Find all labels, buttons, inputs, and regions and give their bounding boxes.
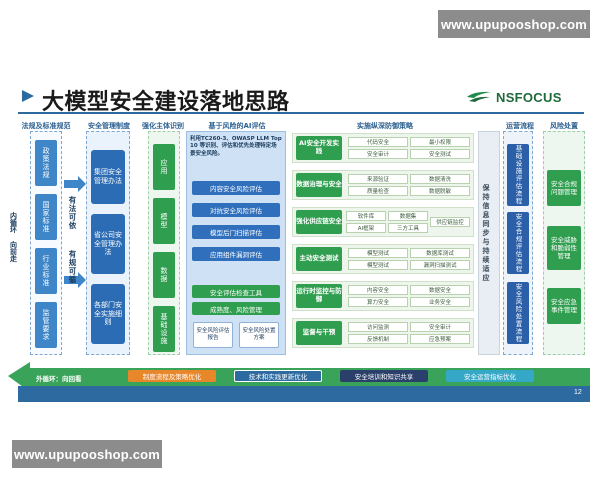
defense-item: 安全审计: [348, 149, 408, 159]
logo-wing-icon: [467, 91, 491, 102]
ops-compliance: 安全合规评估流程: [507, 212, 529, 274]
defense-row-label: 强化供应链安全: [296, 210, 342, 234]
risk-plan: 安全风险处置方案: [239, 322, 279, 348]
chip-process: 制度流程及策略优化: [128, 370, 216, 382]
entity-infrastructure: 基础设施: [153, 306, 175, 352]
chip-metrics: 安全运营指标优化: [446, 370, 534, 382]
risk-panel: [186, 131, 286, 355]
title-divider: [18, 112, 584, 114]
header-response: 风险处置: [550, 122, 578, 130]
header-management: 安全管理制度: [88, 122, 130, 130]
regulation-national: 国家标准: [35, 194, 57, 240]
title-bullet-icon: [22, 90, 34, 102]
entity-data: 数据: [153, 252, 175, 298]
defense-item: 三方工具: [388, 223, 428, 233]
ops-infrastructure: 基础设施评估流程: [507, 144, 529, 206]
response-threat: 安全威胁和脆弱性管理: [547, 226, 581, 270]
defense-item: 漏洞扫描测试: [410, 260, 470, 270]
defense-row-label: AI安全开发实践: [296, 136, 342, 160]
defense-row-label: 数据治理与安全: [296, 173, 342, 197]
response-emergency: 安全应急事件管理: [547, 288, 581, 324]
inner-loop-line1: 内循环: [9, 212, 18, 233]
risk-content: 内容安全风险评估: [192, 181, 280, 195]
chip-training: 安全培训和知识共享: [340, 370, 428, 382]
defense-item: 数据脱敏: [410, 186, 470, 196]
sync-panel: [478, 131, 500, 355]
regulation-industry: 行业标准: [35, 248, 57, 294]
defense-item: 安全审计: [410, 322, 470, 332]
defense-item: 数据库测试: [410, 248, 470, 258]
defense-row-label: 监督与干预: [296, 321, 342, 345]
header-ops: 运营流程: [506, 122, 534, 130]
defense-item: 业务安全: [410, 297, 470, 307]
defense-row-label: 主动安全测试: [296, 247, 342, 271]
defense-item: 内容安全: [348, 285, 408, 295]
header-entity: 强化主体识别: [142, 122, 184, 130]
defense-item: 供应链监控: [430, 217, 470, 227]
slide-title: 大模型安全建设落地思路: [42, 90, 290, 115]
header-risk: 基于风险的AI评估: [208, 122, 266, 130]
defense-item: 模型测试: [348, 248, 408, 258]
defense-item: 来源验证: [348, 174, 408, 184]
entity-model: 模型: [153, 198, 175, 244]
outer-loop-arrow-icon: [8, 362, 590, 402]
defense-item: 数据集: [388, 211, 428, 221]
regulation-supervision: 监管要求: [35, 302, 57, 348]
watermark-bottom: www.upupooshop.com: [12, 440, 162, 468]
response-compliance: 安全合规问题管理: [547, 170, 581, 206]
defense-item: 模型测试: [348, 260, 408, 270]
regulation-arrows-icon: [64, 176, 86, 288]
regulation-policy: 政策法规: [35, 140, 57, 186]
header-regulations: 法规及标准规范: [21, 122, 71, 130]
sync-label: 保持信息同步与持续适应: [482, 184, 490, 283]
defense-item: 质量检查: [348, 186, 408, 196]
defense-item: 最小权限: [410, 137, 470, 147]
risk-component: 应用组件漏洞评估: [192, 247, 280, 261]
defense-item: 软件库: [346, 211, 386, 221]
defense-item: 数据清洗: [410, 174, 470, 184]
defense-item: AI框架: [346, 223, 386, 233]
logo-text: NSFOCUS: [496, 89, 562, 105]
inner-loop-label: 内循环 向前走: [6, 212, 20, 262]
outer-loop-label: 外循环：向回看: [36, 375, 82, 383]
mgmt-department: 各部门安全实施细则: [91, 284, 125, 344]
mgmt-group: 集团安全管理办法: [91, 150, 125, 204]
risk-adversarial: 对抗安全风险评估: [192, 203, 280, 217]
nsfocus-logo: NSFOCUS: [466, 88, 586, 106]
defense-item: 安全测试: [410, 149, 470, 159]
arrow-label-rule: 有规可循: [68, 250, 77, 284]
risk-report: 安全风险评估报告: [193, 322, 233, 348]
defense-item: 反馈机制: [348, 334, 408, 344]
ops-risk-handling: 安全风险处置流程: [507, 282, 529, 344]
inner-loop-line2: 向前走: [9, 241, 18, 262]
defense-row-label: 运行时监控与防御: [296, 284, 342, 308]
chip-tech: 技术和实践更新优化: [234, 370, 322, 382]
entity-application: 应用: [153, 144, 175, 190]
defense-item: 算力安全: [348, 297, 408, 307]
header-defense: 实施纵深防御策略: [357, 122, 413, 130]
risk-tools: 安全评估检查工具: [192, 285, 280, 298]
page-number: 12: [574, 389, 582, 396]
risk-maturity: 成熟度、风险管理: [192, 302, 280, 315]
defense-item: 应急预案: [410, 334, 470, 344]
mgmt-province: 省公司安全管理办法: [91, 214, 125, 274]
arrow-label-law: 有法可依: [68, 196, 77, 230]
defense-item: 代码安全: [348, 137, 408, 147]
risk-note: 利用TC260-3、OWASP LLM Top 10 等识别、评估和优先处理特定…: [190, 136, 282, 157]
watermark-top: www.upupooshop.com: [438, 10, 590, 38]
risk-backdoor: 模型后门扫描评估: [192, 225, 280, 239]
defense-item: 数据安全: [410, 285, 470, 295]
defense-item: 访问监测: [348, 322, 408, 332]
